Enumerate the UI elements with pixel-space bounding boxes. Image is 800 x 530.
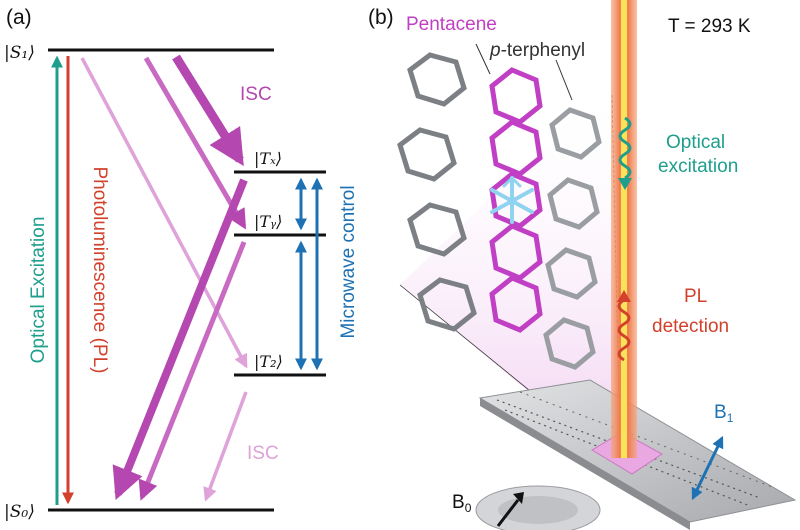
optical-excitation-wave [618, 116, 632, 180]
isc-top-label: ISC [240, 84, 272, 105]
terphenyl-label-italic: p [489, 40, 501, 61]
terphenyl-leader [555, 59, 573, 101]
terphenyl-molecule-right [543, 107, 602, 370]
b1-label-sub: 1 [727, 411, 734, 425]
b0-label: B0 [452, 492, 472, 515]
isc-s1-tz-arrow [80, 57, 248, 369]
isc-s1-ty-arrow [143, 56, 247, 230]
b0-label-main: B [452, 492, 465, 513]
terphenyl-label-rest: -terphenyl [501, 40, 586, 61]
pl-detection-wave-head [617, 290, 631, 302]
panel-b-tag: (b) [368, 6, 394, 29]
optical-excitation-label: Optical Excitation [28, 217, 49, 364]
b0-arrow [496, 499, 520, 527]
temperature-label: T = 293 K [668, 16, 751, 37]
level-ty-label: |Tᵧ⟩ [254, 212, 282, 231]
pentacene-label: Pentacene [406, 14, 497, 35]
pl-detection-wave [617, 298, 631, 362]
microwave-control-label: Microwave control [338, 185, 359, 338]
zoom-cone [400, 80, 628, 455]
magnet-cylinder-face [498, 496, 578, 524]
panel-b: (b) [368, 0, 797, 530]
isc-tx-s0-arrow [112, 178, 248, 500]
isc-ty-s0-arrow [138, 241, 247, 501]
level-s1-label: |S₁⟩ [4, 43, 35, 63]
b0-label-sub: 0 [465, 501, 472, 515]
level-s0-label: |S₀⟩ [4, 502, 35, 522]
laser-beam-core [621, 0, 627, 458]
panel-a: (a) |S₁⟩ |S₀⟩ |Tₓ⟩ |Tᵧ⟩ |T₂⟩ Optical Exc… [4, 6, 359, 522]
isc-tz-s0-arrow [203, 391, 248, 502]
terphenyl-label: p-terphenyl [489, 40, 585, 61]
spin-symbol-icon [490, 175, 534, 224]
pl-detection-line1: PL [684, 286, 707, 307]
photoluminescence-label: Photoluminescence (PL) [89, 167, 110, 374]
substrate-groove-2 [504, 409, 751, 507]
optical-excitation-line1: Optical [666, 132, 725, 153]
isc-s1-tx-arrow [172, 54, 244, 167]
terphenyl-molecule-left [397, 52, 477, 332]
pl-detection-line2: detection [652, 316, 729, 337]
b1-label-main: B [714, 402, 727, 423]
pentacene-leader [475, 43, 491, 75]
level-tx-label: |Tₓ⟩ [254, 149, 282, 168]
isc-bottom-label: ISC [247, 443, 279, 464]
b0-arrow-head [513, 492, 524, 504]
optical-excitation-wave-head [618, 178, 632, 190]
b1-label: B1 [714, 402, 734, 425]
level-tz-label: |T₂⟩ [254, 352, 283, 371]
optical-excitation-line2: excitation [658, 156, 738, 177]
substrate-side [480, 398, 690, 530]
b1-arrow [691, 435, 724, 501]
panel-a-tag: (a) [6, 6, 32, 29]
